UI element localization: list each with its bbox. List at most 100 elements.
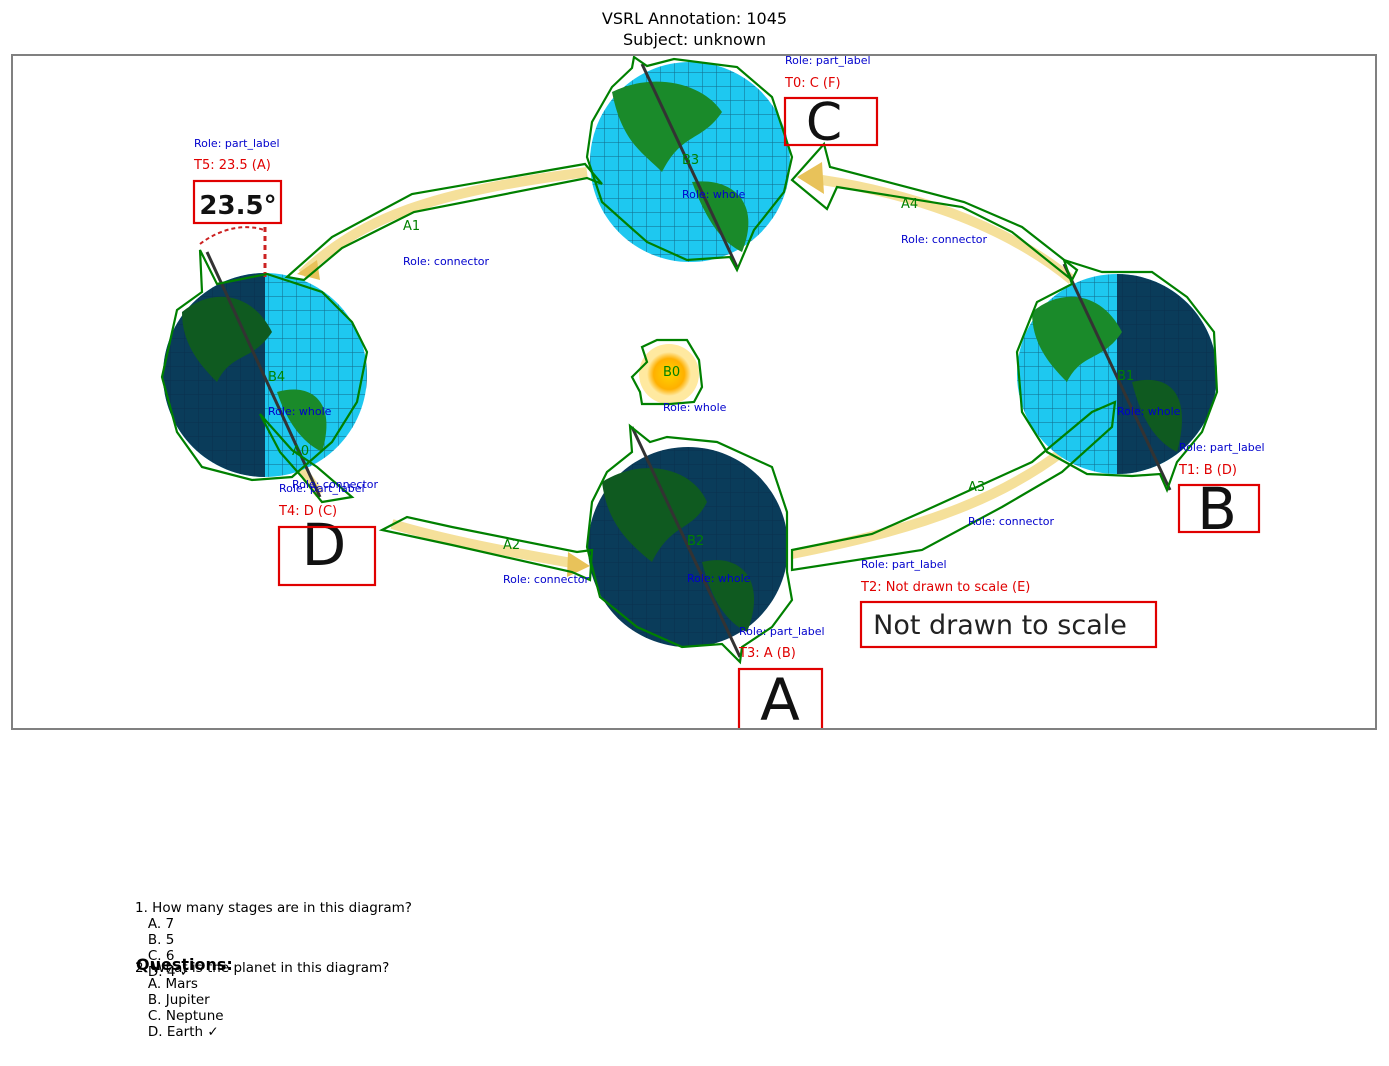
- blob-b4-role: Role: whole: [268, 405, 332, 418]
- blob-b0-role: Role: whole: [663, 401, 727, 414]
- question-1-option-a: A. 7: [135, 916, 175, 932]
- blob-b3-role: Role: whole: [682, 188, 746, 201]
- text-t1-label: T1: B (D): [1178, 463, 1237, 478]
- text-t1-role: Role: part_label: [1179, 441, 1265, 454]
- polygon-b2: [585, 423, 794, 665]
- arrow-a1-role: Role: connector: [403, 255, 489, 268]
- arrow-a2-head: [567, 552, 590, 577]
- box-t1: [1177, 483, 1261, 534]
- earth-c-axis: [640, 63, 739, 268]
- earth-b: [1017, 263, 1217, 491]
- earth-a-land: [602, 468, 707, 562]
- sun: [639, 344, 699, 404]
- arrow-a2-role: Role: connector: [503, 573, 589, 586]
- blob-b2-role: Role: whole: [687, 572, 751, 585]
- question-1: 1. How many stages are in this diagram? …: [135, 900, 412, 980]
- text-t3-label: T3: A (B): [738, 646, 796, 661]
- arrow-a2-id: A2: [503, 538, 520, 553]
- text-role-labels: Role: part_label Role: part_label Role: …: [194, 56, 1265, 638]
- text-t2-label: T2: Not drawn to scale (E): [860, 580, 1030, 595]
- arrow-a1-id: A1: [403, 219, 420, 234]
- box-t5: [192, 179, 283, 225]
- box-t4: [277, 525, 377, 587]
- polygon-b4: [160, 249, 369, 482]
- earth-c-land: [612, 81, 722, 172]
- questions-heading: Questions:: [136, 955, 233, 974]
- diagram-canvas: 23.5° C B D A Not drawn to scale: [160, 56, 1265, 730]
- text-t5-label: T5: 23.5 (A): [193, 158, 271, 173]
- box-t0: [783, 96, 879, 147]
- blob-b0-id: B0: [663, 365, 680, 380]
- earth-c: [590, 62, 790, 268]
- tilt-degree-text: 23.5°: [199, 191, 276, 221]
- arrow-a3-id: A3: [968, 480, 985, 495]
- earth-b-land: [1032, 296, 1122, 382]
- arrow-a0-id: A0: [292, 444, 309, 459]
- polygon-b1: [1015, 258, 1219, 493]
- question-2-option-d: D. Earth ✓: [135, 1024, 219, 1040]
- text-t0-label: T0: C (F): [784, 76, 841, 91]
- arrow-a3-role: Role: connector: [968, 515, 1054, 528]
- earth-d-land: [182, 296, 272, 382]
- letter-d: D: [302, 511, 347, 579]
- box-t3: [737, 667, 824, 728]
- text-t3-role: Role: part_label: [739, 625, 825, 638]
- text-t5-role: Role: part_label: [194, 137, 280, 150]
- arrow-a1-shape: [298, 167, 588, 278]
- question-2: 2. What is the planet in this diagram? A…: [135, 960, 389, 1040]
- question-2-option-a: A. Mars: [135, 976, 198, 992]
- question-2-text: 2. What is the planet in this diagram?: [135, 960, 390, 976]
- text-t4-label: T4: D (C): [278, 504, 337, 519]
- question-1-option-c: C. 6: [135, 948, 175, 964]
- text-boxes: [192, 96, 1261, 728]
- blob-b3-id: B3: [682, 153, 699, 168]
- arrow-id-labels: A1 A2 A3 A4 A0: [292, 197, 985, 553]
- question-2-option-b: B. Jupiter: [135, 992, 210, 1008]
- arrow-role-labels: Role: connector Role: connector Role: co…: [292, 233, 1054, 586]
- text-t4-role: Role: part_label: [279, 482, 365, 495]
- earth-b-land-2: [1132, 379, 1182, 452]
- annotation-polygons: [160, 56, 1219, 665]
- earth-d-land-2: [277, 389, 327, 452]
- earth-a: [588, 426, 788, 658]
- arrow-a4-role: Role: connector: [901, 233, 987, 246]
- blob-role-labels: Role: whole Role: whole Role: whole Role…: [268, 188, 1181, 585]
- figure-subtitle: Subject: unknown: [623, 30, 766, 49]
- text-t2-role: Role: part_label: [861, 558, 947, 571]
- tilt-angle-marker: 23.5°: [199, 191, 277, 277]
- letter-a: A: [760, 666, 800, 730]
- polygon-a1: [284, 162, 603, 282]
- arrow-a1-head: [297, 260, 320, 280]
- earth-a-axis: [630, 426, 742, 658]
- arrow-a4-id: A4: [901, 197, 918, 212]
- arrow-a0-role: Role: connector: [292, 478, 378, 491]
- polygon-a3: [790, 400, 1117, 572]
- not-to-scale-text: Not drawn to scale: [873, 610, 1127, 641]
- text-id-labels: T0: C (F) T1: B (D) T2: Not drawn to sca…: [193, 76, 1237, 661]
- tilt-arc: [199, 226, 265, 245]
- box-t2: [859, 600, 1158, 649]
- polygon-b0: [630, 338, 704, 406]
- text-t0-role: Role: part_label: [785, 56, 871, 67]
- question-1-option-b: B. 5: [135, 932, 175, 948]
- question-1-option-d: D. 4 ✓: [135, 964, 192, 980]
- blob-b1-role: Role: whole: [1117, 405, 1181, 418]
- earth-b-axis: [1062, 263, 1172, 491]
- earth-d: [163, 251, 367, 498]
- sun-body: [647, 352, 691, 396]
- question-2-option-c: C. Neptune: [135, 1008, 224, 1024]
- arrow-a4-shape: [821, 175, 1076, 284]
- polygon-a4: [790, 141, 1079, 282]
- blob-id-labels: B0 B1 B3 B4 B2: [268, 153, 1134, 549]
- question-1-text: 1. How many stages are in this diagram?: [135, 900, 412, 916]
- blob-b1-id: B1: [1117, 369, 1134, 384]
- arrow-a4-head: [797, 162, 824, 194]
- arrow-a2-shape: [390, 519, 578, 569]
- polygon-a0: [259, 413, 355, 504]
- figure-title: VSRL Annotation: 1045: [601, 9, 788, 28]
- polygon-b3: [585, 56, 794, 273]
- polygon-a2: [378, 515, 594, 582]
- earth-a-land-2: [702, 560, 755, 632]
- blob-b4-id: B4: [268, 370, 285, 385]
- diagram-frame: 23.5° C B D A Not drawn to scale: [11, 54, 1377, 730]
